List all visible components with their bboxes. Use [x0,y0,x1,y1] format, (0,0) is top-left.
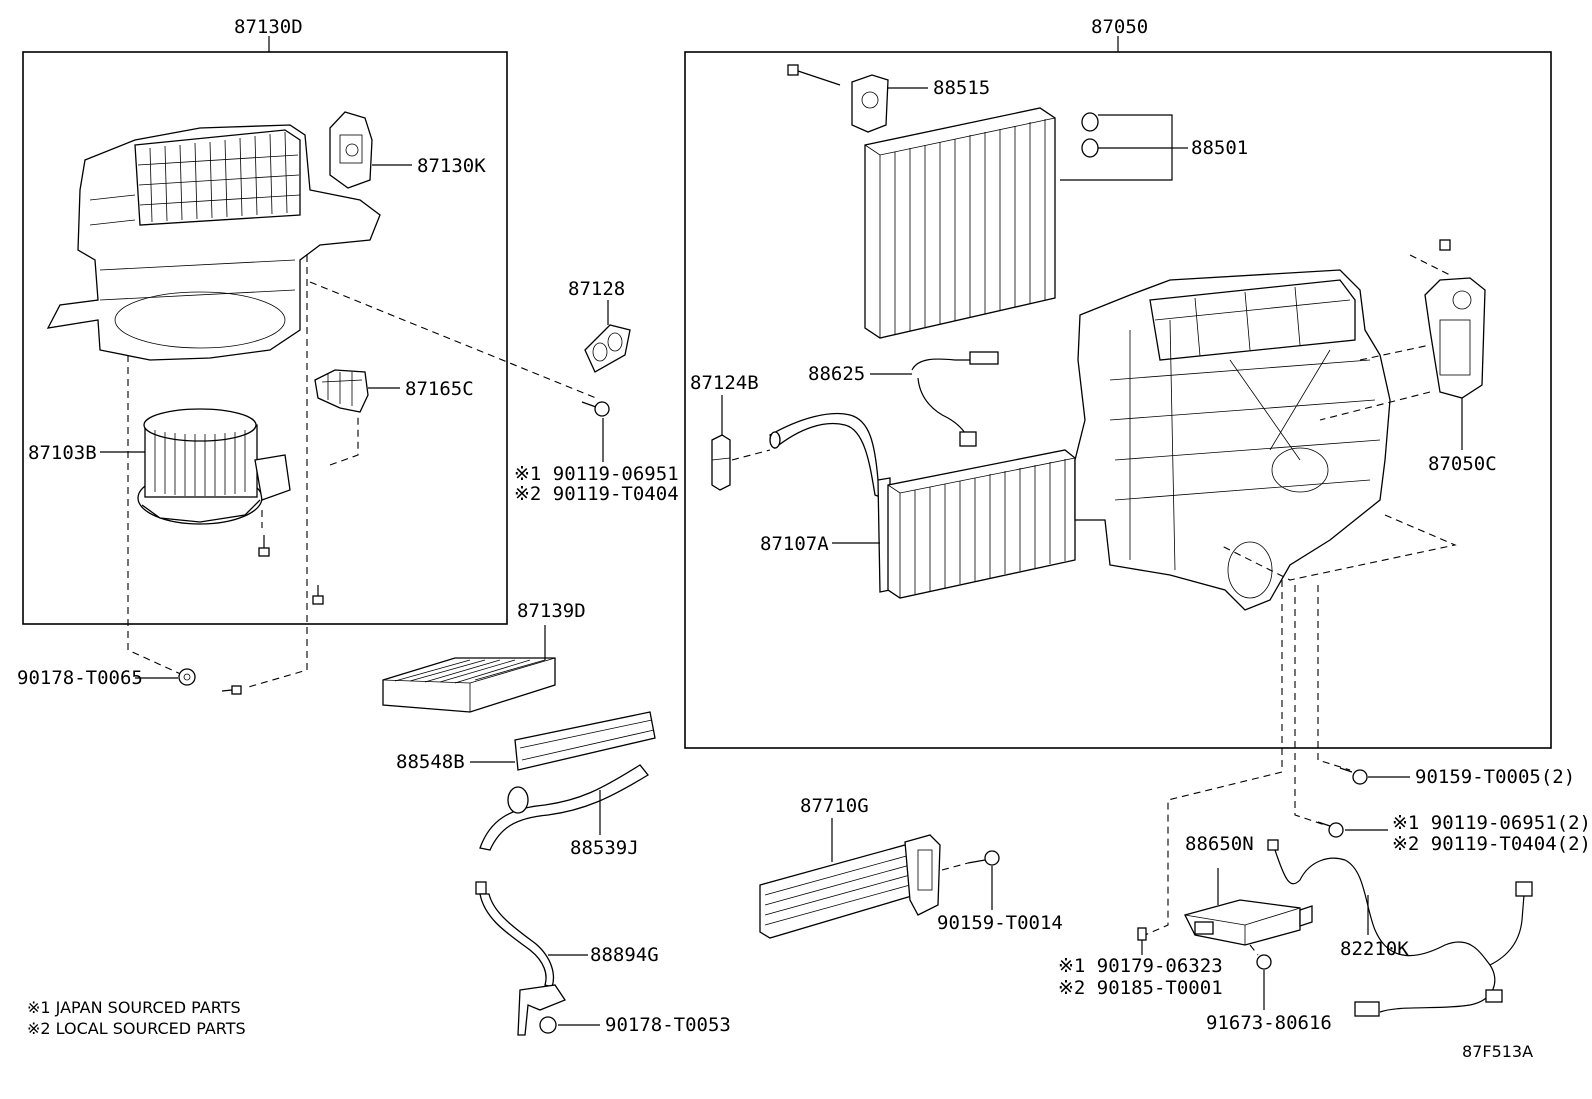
label-87128: 87128 [568,278,625,300]
label-90119-06951-2: ※1 90119-06951(2) [1392,812,1591,834]
label-91673-80616: 91673-80616 [1206,1012,1332,1034]
heater-core-87107a-part [769,412,1076,599]
air-filter-87139d-part [382,657,556,713]
blower-housing-part [46,124,381,361]
drain-hose-88894g-part [475,881,566,1036]
screw-icon [1249,944,1272,970]
label-88625: 88625 [808,363,865,385]
bolt-icon [1317,821,1344,838]
label-87710g: 87710G [800,795,869,817]
amplifier-88650n-part [1184,899,1313,946]
label-87139d: 87139D [517,600,586,622]
note-japan-sourced: ※1 JAPAN SOURCED PARTS [27,998,241,1017]
thermistor-88625-part [911,351,999,447]
expansion-valve-88515-part [787,64,889,133]
clamp-87124b-part [711,434,731,491]
label-90119-06951: ※1 90119-06951 [514,463,679,485]
label-90159-t0014: 90159-T0014 [937,912,1063,934]
label-88501: 88501 [1191,137,1248,159]
seal-87128-part [584,324,631,373]
label-87124b: 87124B [690,372,759,394]
label-88548b: 88548B [396,751,465,773]
o-ring-icon [1081,112,1099,158]
label-87165c: 87165C [405,378,474,400]
label-90159-t0005: 90159-T0005(2) [1415,766,1575,788]
wire-harness-82210k-part [1267,839,1533,1017]
drain-hose-88539j-part [479,764,649,851]
label-87050: 87050 [1091,16,1148,38]
label-90119-t0404: ※2 90119-T0404 [514,483,679,505]
screw-icon [1439,239,1451,251]
screw-icon [258,535,270,557]
label-88515: 88515 [933,77,990,99]
bolt-icon [581,401,610,417]
cover-88548b-part [514,711,656,771]
bolt-icon [1339,767,1368,785]
ptc-heater-87710g-part [759,834,941,939]
blower-assembly-frame [22,51,508,625]
screw-icon [312,585,324,605]
label-88539j: 88539J [570,837,639,859]
bolt-icon [941,850,1000,871]
heater-unit-case-part [1074,269,1391,611]
clip-icon [539,1016,557,1034]
evaporator-88501-part [864,107,1056,339]
label-87130d: 87130D [234,16,303,38]
label-90178-t0053: 90178-T0053 [605,1014,731,1036]
clip-icon [1137,927,1147,941]
label-90119-t0404-2: ※2 90119-T0404(2) [1392,833,1591,855]
label-88894g: 88894G [590,944,659,966]
label-90178-t0065: 90178-T0065 [17,667,143,689]
note-local-sourced: ※2 LOCAL SOURCED PARTS [27,1019,246,1038]
blower-motor-87103b-part [137,408,291,525]
label-82210k: 82210K [1340,938,1409,960]
label-87050c: 87050C [1428,453,1497,475]
label-88650n: 88650N [1185,833,1254,855]
resistor-87165c-part [314,369,369,413]
actuator-87050c-part [1424,277,1486,399]
label-90179-06323: ※1 90179-06323 [1058,955,1223,977]
label-87107a: 87107A [760,533,829,555]
actuator-87130k-part [329,111,373,189]
label-87130k: 87130K [417,155,486,177]
screw-icon [221,685,242,695]
clip-icon [178,668,196,686]
label-87103b: 87103B [28,442,97,464]
diagram-code: 87F513A [1462,1042,1533,1061]
label-90185-t0001: ※2 90185-T0001 [1058,977,1223,999]
